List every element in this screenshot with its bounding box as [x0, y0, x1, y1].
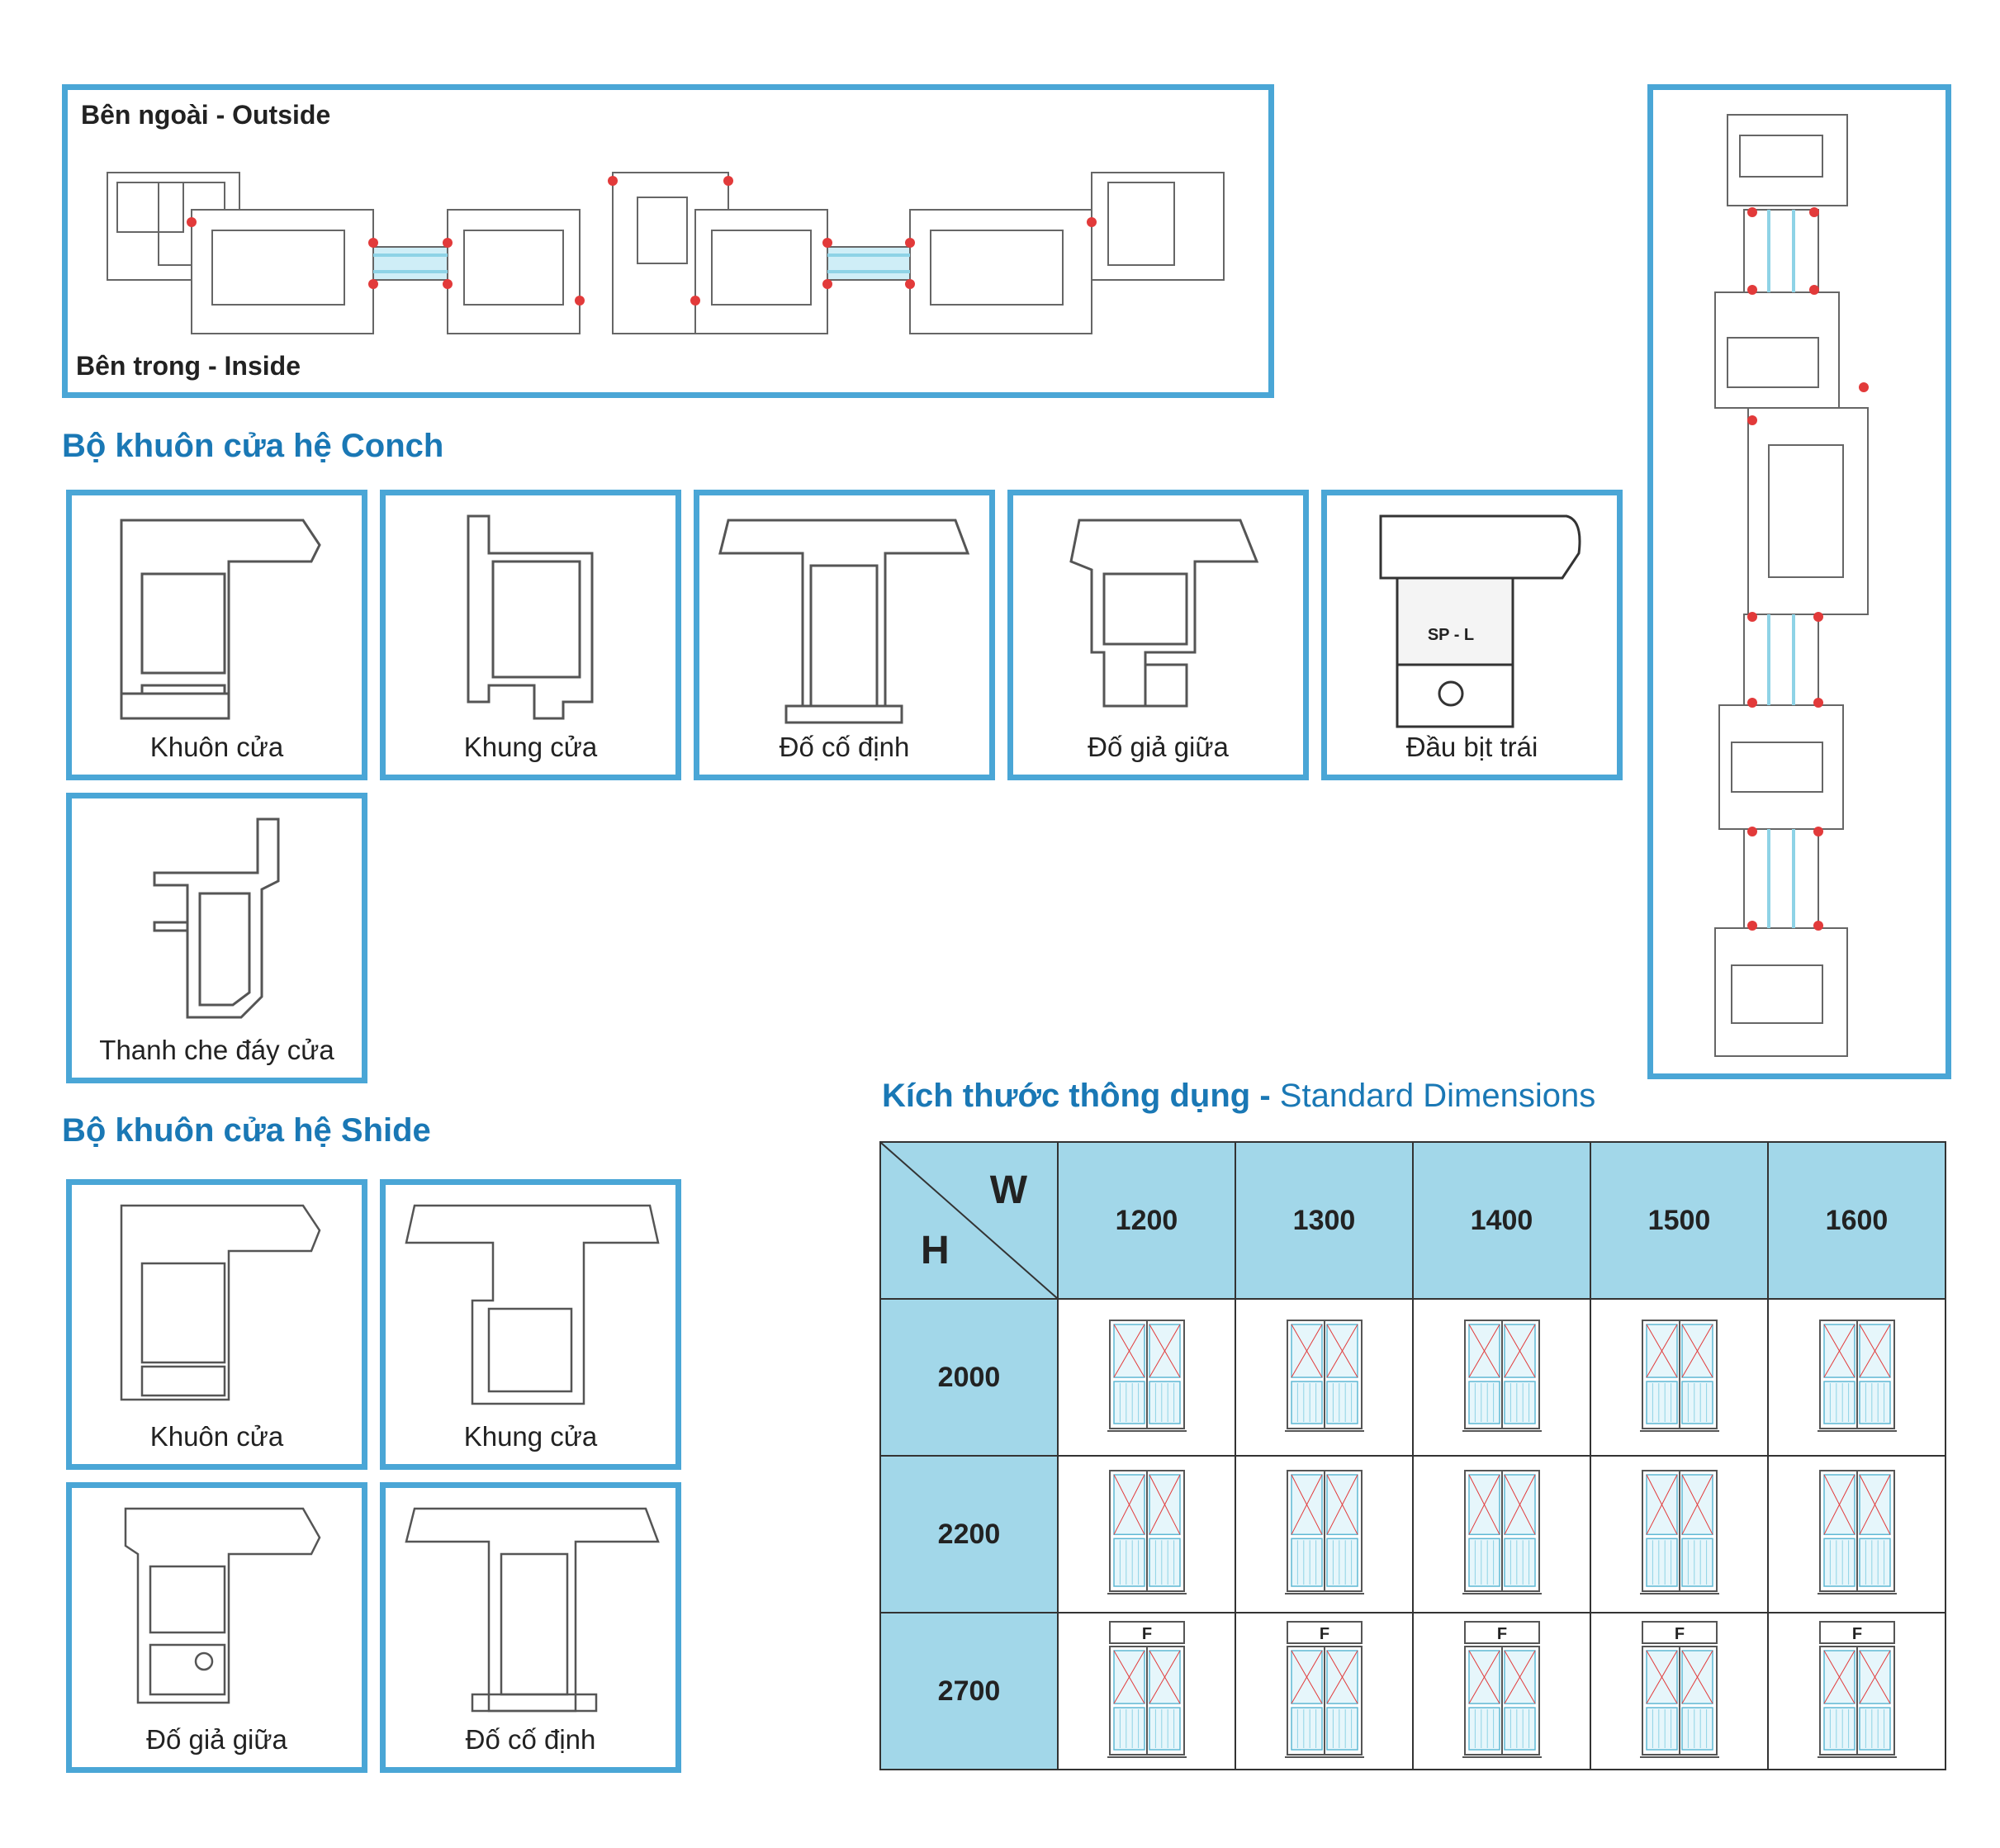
corner-cell: W H [879, 1141, 1059, 1300]
shide-label-khung-cua: Khung cửa [463, 1421, 598, 1452]
conch-label-do-co-dinh: Đố cố định [779, 732, 910, 762]
profile-khung-cua-drawing [467, 514, 594, 720]
conch-title: Bộ khuôn cửa hệ Conch [62, 428, 444, 464]
fixed-panel-label: F [1141, 1625, 1151, 1643]
door-icon: F [1107, 1620, 1187, 1758]
door-icon [1462, 1319, 1542, 1432]
dimensions-row: 2000 [879, 1298, 1946, 1457]
door-cell [1412, 1298, 1591, 1457]
horizontal-section-drawing [107, 172, 1225, 334]
shide-tile-do-gia-giua: Đố giả giữa [66, 1482, 367, 1773]
endcap-drawing: SP - L [1379, 514, 1581, 728]
corner-diagonal [881, 1143, 1057, 1298]
fixed-panel-label: F [1319, 1625, 1329, 1643]
conch-tile-khung-cua: Khung cửa [380, 490, 681, 780]
profile-khuon-cua-drawing [120, 519, 321, 720]
dimensions-table: W H 1200 1300 1400 1500 1600 2000 2200 2… [879, 1141, 1946, 1770]
fixed-panel-label: F [1496, 1625, 1506, 1643]
door-icon [1639, 1319, 1719, 1432]
width-header: 1300 [1235, 1141, 1414, 1300]
width-header: 1400 [1412, 1141, 1591, 1300]
height-header: 2000 [879, 1298, 1059, 1457]
fixed-panel-label: F [1851, 1625, 1861, 1643]
height-axis-label: H [921, 1229, 950, 1272]
width-header: 1600 [1767, 1141, 1946, 1300]
width-header: 1500 [1590, 1141, 1769, 1300]
door-cell [1057, 1455, 1236, 1613]
shide-profile-khuon-cua-drawing [120, 1204, 321, 1401]
height-header: 2700 [879, 1612, 1059, 1770]
door-cell: F [1412, 1612, 1591, 1770]
door-icon: F [1817, 1620, 1897, 1758]
door-icon: F [1284, 1620, 1364, 1758]
width-header: 1200 [1057, 1141, 1236, 1300]
door-icon [1639, 1470, 1719, 1594]
door-icon [1284, 1319, 1364, 1432]
profile-thanh-che-drawing [153, 817, 280, 1019]
height-header: 2200 [879, 1455, 1059, 1613]
conch-label-khuon-cua: Khuôn cửa [149, 732, 284, 762]
dimensions-row: 2200 [879, 1455, 1946, 1613]
door-cell [1057, 1298, 1236, 1457]
shide-profile-khung-cua-drawing [405, 1204, 660, 1405]
door-cell [1412, 1455, 1591, 1613]
dimensions-title-vi: Kích thước thông dụng - [882, 1078, 1271, 1114]
door-cell [1767, 1298, 1946, 1457]
door-icon [1107, 1319, 1187, 1432]
conch-label-do-gia-giua: Đố giả giữa [1088, 732, 1229, 762]
door-icon: F [1639, 1620, 1719, 1758]
dimensions-row: 2700 F F F F F [879, 1612, 1946, 1770]
door-cell [1590, 1455, 1769, 1613]
shide-title: Bộ khuôn cửa hệ Shide [62, 1112, 431, 1149]
vertical-section-drawing [1714, 114, 1869, 1057]
vertical-section-panel [1647, 84, 1951, 1079]
door-icon [1817, 1319, 1897, 1432]
conch-label-khung-cua: Khung cửa [463, 732, 598, 762]
door-cell [1767, 1455, 1946, 1613]
door-cell: F [1590, 1612, 1769, 1770]
shide-tile-do-co-dinh: Đố cố định [380, 1482, 681, 1773]
inside-label: Bên trong - Inside [76, 351, 301, 381]
endcap-brand-text: SP - L [1428, 626, 1474, 644]
conch-tile-dau-bit-trai: SP - L Đầu bịt trái [1321, 490, 1623, 780]
conch-tile-do-co-dinh: Đố cố định [694, 490, 995, 780]
shide-tile-khung-cua: Khung cửa [380, 1179, 681, 1470]
profile-do-co-dinh-drawing [718, 519, 970, 724]
door-icon [1107, 1470, 1187, 1594]
door-cell: F [1235, 1612, 1414, 1770]
door-cell: F [1767, 1612, 1946, 1770]
fixed-panel-label: F [1674, 1625, 1684, 1643]
shide-profile-do-co-dinh-drawing [405, 1507, 660, 1713]
shide-profile-do-gia-giua-drawing [124, 1507, 321, 1704]
dimensions-header-row: W H 1200 1300 1400 1500 1600 [879, 1141, 1946, 1300]
conch-tile-do-gia-giua: Đố giả giữa [1007, 490, 1309, 780]
door-cell [1235, 1455, 1414, 1613]
shide-label-do-gia-giua: Đố giả giữa [146, 1724, 287, 1755]
conch-label-thanh-che-day-cua: Thanh che đáy cửa [99, 1035, 334, 1065]
door-cell [1590, 1298, 1769, 1457]
dimensions-title: Kích thước thông dụng - Standard Dimensi… [882, 1078, 1595, 1115]
profile-do-gia-giua-drawing [1069, 519, 1259, 708]
shide-label-do-co-dinh: Đố cố định [465, 1724, 596, 1755]
shide-label-khuon-cua: Khuôn cửa [149, 1421, 284, 1452]
door-icon [1817, 1470, 1897, 1594]
conch-tile-khuon-cua: Khuôn cửa [66, 490, 367, 780]
shide-tile-khuon-cua: Khuôn cửa [66, 1179, 367, 1470]
width-axis-label: W [989, 1168, 1027, 1212]
conch-label-dau-bit-trai: Đầu bịt trái [1405, 732, 1538, 762]
door-cell [1235, 1298, 1414, 1457]
door-cell: F [1057, 1612, 1236, 1770]
outside-label: Bên ngoài - Outside [81, 100, 331, 130]
door-icon [1462, 1470, 1542, 1594]
conch-tile-thanh-che-day-cua: Thanh che đáy cửa [66, 793, 367, 1083]
dimensions-title-en: Standard Dimensions [1270, 1078, 1596, 1114]
door-icon: F [1462, 1620, 1542, 1758]
door-icon [1284, 1470, 1364, 1594]
cross-section-panel: Bên ngoài - Outside Bên trong - Inside [62, 84, 1274, 398]
